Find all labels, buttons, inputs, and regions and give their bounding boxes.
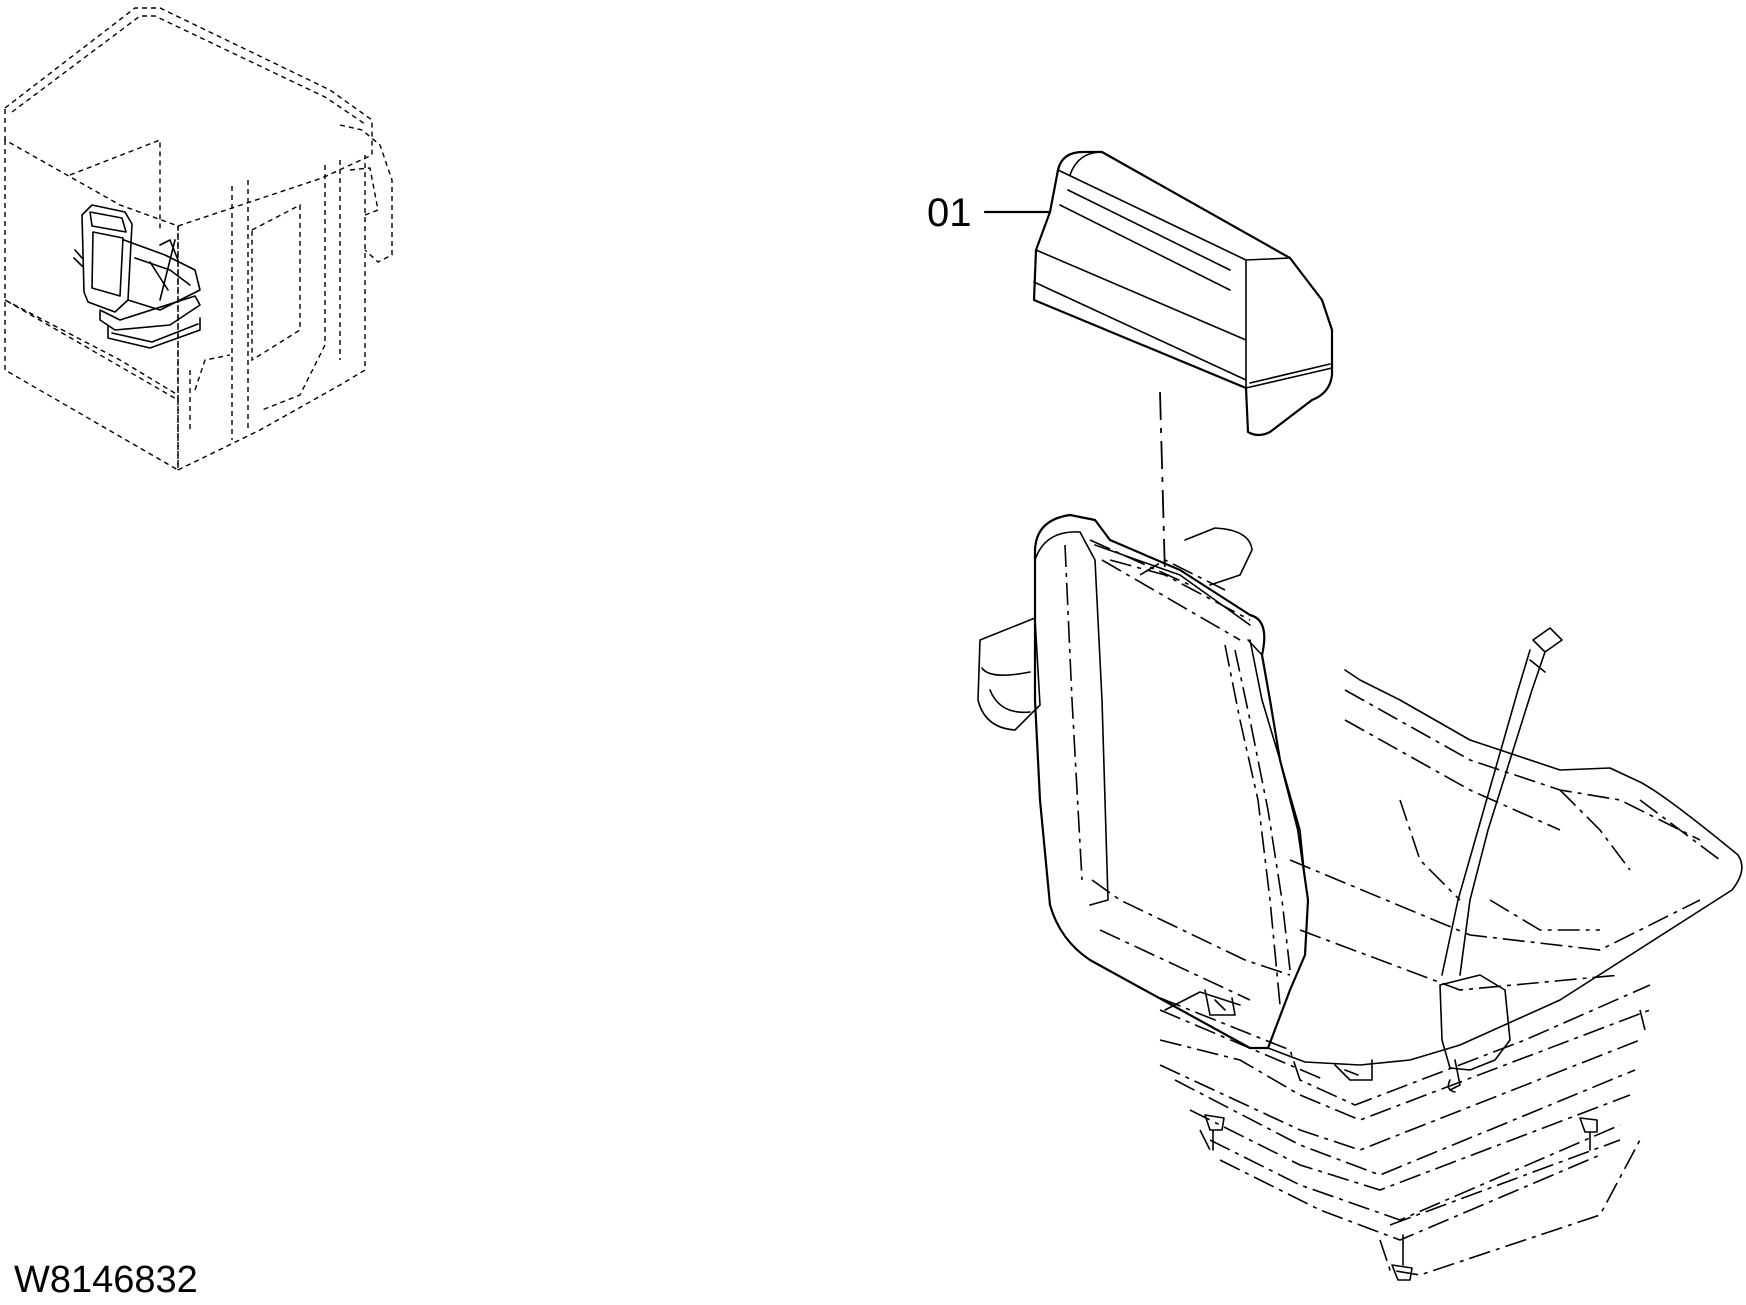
headrest-part xyxy=(1032,150,1334,437)
assembly-centerline xyxy=(1159,391,1166,576)
drawing-code: W8146832 xyxy=(14,1259,198,1301)
cab-locator-view xyxy=(4,7,393,472)
seat-assembly-phantom xyxy=(977,513,1743,1281)
locator-seat-icon xyxy=(73,204,201,349)
callout-01: 01 xyxy=(927,191,1052,235)
callout-label: 01 xyxy=(927,191,972,235)
